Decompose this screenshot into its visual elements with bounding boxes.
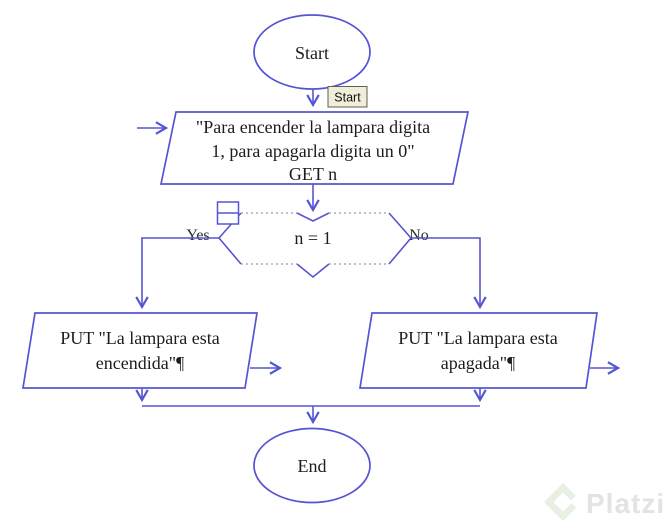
input-text-line-2: 1, para apagarla digita un 0"	[211, 141, 414, 161]
output-apagada-node[interactable]	[359, 312, 598, 389]
decision-dashed-border	[241, 212, 389, 265]
input-text-line-3: GET n	[289, 164, 337, 184]
output-encendida-node[interactable]	[22, 312, 258, 389]
collapse-button[interactable]	[216, 201, 240, 225]
platzi-watermark: Platzi	[544, 483, 663, 521]
platzi-logo-notch	[570, 494, 585, 510]
end-node[interactable]	[253, 427, 371, 504]
no-branch-arrow	[411, 237, 487, 310]
decision-label: n = 1	[294, 228, 331, 248]
output-encendida-line-1: PUT "La lampara esta	[60, 328, 219, 348]
yes-branch-arrow	[135, 237, 219, 310]
input-node[interactable]	[159, 111, 470, 185]
output-apagada-line-2: apagada"¶	[441, 353, 515, 373]
start-tooltip	[327, 86, 368, 108]
yes-label: Yes	[186, 227, 209, 244]
no-label: No	[409, 227, 429, 244]
decision-solid-border	[218, 212, 412, 279]
start-tooltip-label: Start	[334, 91, 361, 105]
input-text-line-1: "Para encender la lampara digita	[196, 117, 430, 137]
platzi-logo-icon	[544, 483, 582, 521]
output-encendida-line-2: encendida"¶	[96, 353, 184, 373]
start-node-label: Start	[295, 43, 329, 63]
output-apagada-line-1: PUT "La lampara esta	[398, 328, 557, 348]
end-node-label: End	[298, 456, 327, 476]
platzi-watermark-text: Platzi	[586, 488, 663, 519]
decision-node[interactable]: n = 1	[218, 212, 412, 279]
start-node[interactable]	[253, 14, 371, 90]
